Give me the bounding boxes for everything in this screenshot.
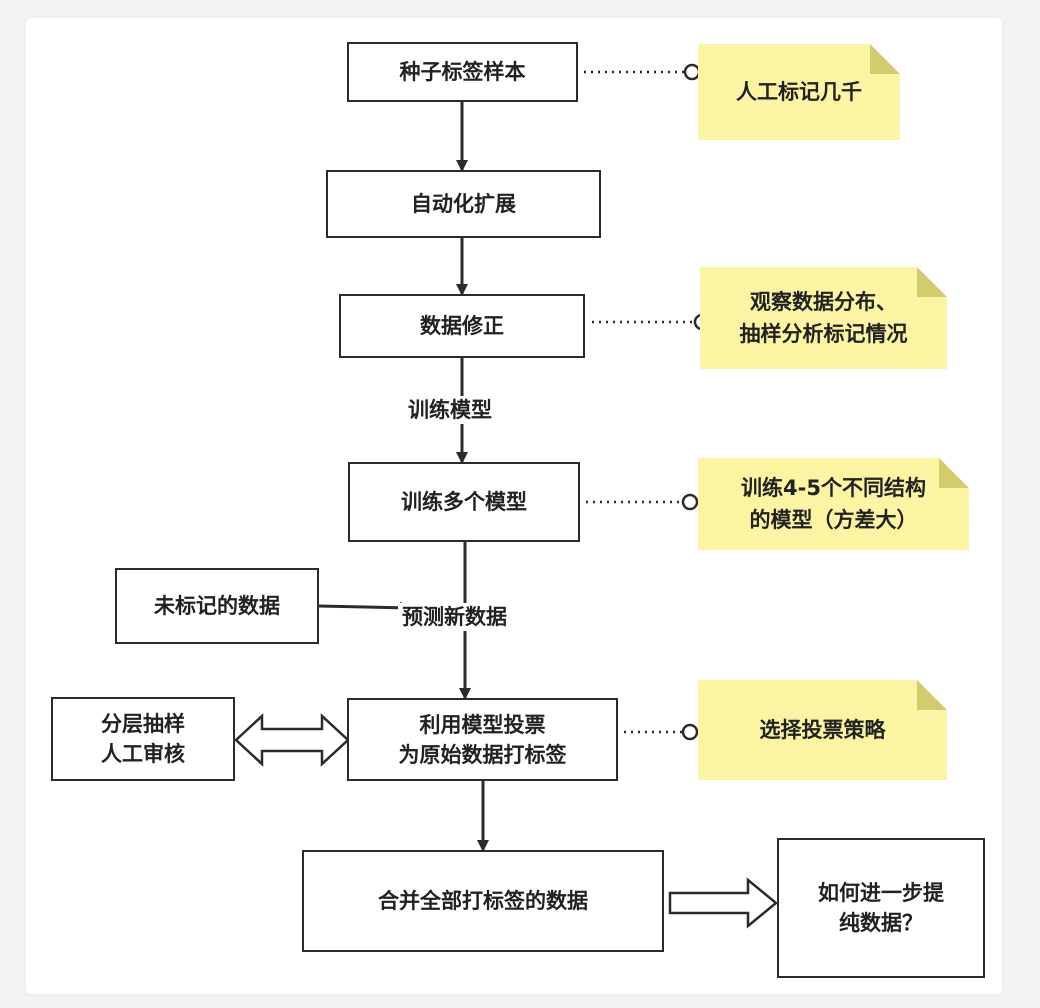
note-vote-strategy: 选择投票策略 <box>698 680 947 780</box>
node-purify-line-1: 如何进一步提 <box>818 881 944 905</box>
dotted-link-seed-end <box>683 63 701 81</box>
arrow-unlabeled-to-predict <box>318 601 412 614</box>
node-merge-labeled-data: 合并全部打标签的数据 <box>302 850 664 952</box>
note-vote-text: 选择投票策略 <box>759 718 886 742</box>
node-purify-question: 如何进一步提 纯数据？ <box>777 838 985 978</box>
node-merge-label: 合并全部打标签的数据 <box>378 889 588 913</box>
node-multi-label: 训练多个模型 <box>401 490 527 514</box>
node-vote-line-2: 为原始数据打标签 <box>398 742 567 767</box>
node-sample-line-2: 人工审核 <box>101 742 185 766</box>
dotted-link-multi-end <box>681 493 699 511</box>
double-arrow-sample-vote <box>234 713 350 767</box>
dotted-link-vote-end <box>681 723 699 741</box>
edge-label-train-text: 训练模型 <box>408 398 492 422</box>
node-fix-label: 数据修正 <box>420 314 504 338</box>
note-multi-model-structures: 训练4-5个不同结构 的模型（方差大） <box>698 458 969 550</box>
node-purify-line-2: 纯数据？ <box>839 911 923 935</box>
note-multi-line-1: 训练4-5个不同结构 <box>741 476 926 500</box>
node-seed-label: 种子标签样本 <box>399 60 526 84</box>
note-seed-text: 人工标记几千 <box>736 80 862 104</box>
node-vote-line-1: 利用模型投票 <box>419 712 546 737</box>
node-data-fix: 数据修正 <box>339 294 585 358</box>
hollow-arrow-merge-purify <box>668 877 778 929</box>
node-train-multiple-models: 训练多个模型 <box>348 462 580 542</box>
note-fold-corner <box>917 680 947 710</box>
node-seed-samples: 种子标签样本 <box>347 42 578 102</box>
edge-label-train-model: 训练模型 <box>404 396 496 424</box>
note-multi-line-2: 的模型（方差大） <box>749 508 918 532</box>
note-fold-corner <box>917 267 947 297</box>
node-expand-label: 自动化扩展 <box>411 192 516 216</box>
node-unlabeled-label: 未标记的数据 <box>154 594 280 618</box>
note-fix-line-2: 抽样分析标记情况 <box>739 322 908 346</box>
edge-label-predict-text: 预测新数据 <box>402 605 507 629</box>
note-fold-corner <box>870 44 900 74</box>
edge-label-predict-new-data: 预测新数据 <box>398 603 511 631</box>
node-auto-expand: 自动化扩展 <box>326 170 601 238</box>
node-unlabeled-data: 未标记的数据 <box>115 568 319 644</box>
note-fold-corner <box>939 458 969 488</box>
node-stratified-sampling: 分层抽样 人工审核 <box>51 697 235 781</box>
node-model-vote-label: 利用模型投票 为原始数据打标签 <box>347 698 618 781</box>
node-sample-line-1: 分层抽样 <box>101 712 185 736</box>
note-fix-line-1: 观察数据分布、 <box>750 290 897 314</box>
note-fix-observe-distribution: 观察数据分布、 抽样分析标记情况 <box>700 267 947 369</box>
note-seed-manual-labels: 人工标记几千 <box>698 44 900 140</box>
